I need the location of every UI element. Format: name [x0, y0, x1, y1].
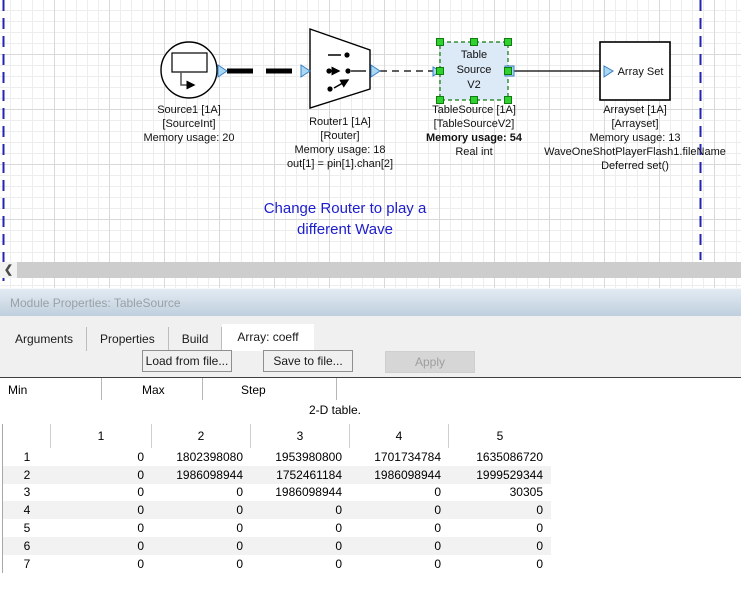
canvas-note[interactable]: Change Router to play a different Wave: [263, 200, 427, 238]
tab-arguments[interactable]: Arguments: [2, 327, 88, 351]
row-header: 2: [23, 467, 31, 482]
column-header: 5: [496, 429, 504, 443]
column-header: 2: [152, 424, 251, 448]
panel-title: Module Properties: TableSource: [10, 296, 181, 310]
router1-output-pin: [370, 64, 381, 78]
table-cell[interactable]: 30305: [509, 485, 543, 500]
tab-array-coeff[interactable]: Array: coeff: [222, 324, 314, 351]
table-cell[interactable]: 0: [137, 503, 144, 518]
corner-cell: [3, 424, 51, 448]
arrayset-labels: Arrayset [1A] [Arrayset] Memory usage: 1…: [544, 104, 726, 172]
panel-separator-line: [0, 377, 741, 378]
table-cell[interactable]: 1635086720: [476, 449, 543, 464]
source1-output-pin: [217, 64, 228, 78]
table-cell[interactable]: 0: [137, 467, 144, 482]
row-header: 1: [23, 449, 31, 464]
column-separator: [202, 378, 203, 400]
column-separator: [101, 378, 102, 400]
table-cell[interactable]: 0: [335, 538, 342, 553]
step-header: Step: [241, 383, 266, 397]
arrayset-body-text: Array Set: [617, 66, 664, 78]
table-cell[interactable]: 0: [137, 556, 144, 571]
min-header: Min: [8, 383, 28, 397]
tablesource-labels: TableSource [1A] [TableSourceV2] Memory …: [426, 104, 522, 158]
table-cell[interactable]: 0: [536, 538, 543, 553]
save-to-file-button[interactable]: Save to file...: [263, 350, 353, 372]
row-header: 7: [23, 556, 31, 571]
minmaxstep-header: Min Max Step: [0, 378, 741, 400]
tab-properties[interactable]: Properties: [87, 327, 169, 351]
row-header: 3: [23, 485, 31, 500]
schematic-canvas[interactable]: Table Source V2 Array Set Source1 [1A] […: [0, 0, 741, 288]
table-cell[interactable]: 0: [536, 503, 543, 518]
module-properties-titlebar: Module Properties: TableSource: [0, 288, 741, 316]
tablesource-body-text: Table Source V2: [456, 49, 492, 91]
horizontal-scrollbar[interactable]: ❮: [0, 262, 741, 278]
load-from-file-button[interactable]: Load from file...: [142, 350, 232, 372]
max-header: Max: [142, 383, 165, 397]
table-cell[interactable]: 1999529344: [476, 467, 543, 482]
table-cell[interactable]: 1986098944: [374, 467, 441, 482]
table-cell[interactable]: 0: [335, 556, 342, 571]
table-cell[interactable]: 1986098944: [176, 467, 243, 482]
table-cell[interactable]: 0: [236, 485, 243, 500]
selection-handles: [436, 38, 512, 104]
router1-block[interactable]: [300, 28, 381, 109]
table-cell[interactable]: 0: [137, 538, 144, 553]
table-cell[interactable]: 0: [434, 556, 441, 571]
table-row: 4 0 0 0 0 0: [3, 501, 551, 520]
table-cell[interactable]: 0: [236, 538, 243, 553]
table-cell[interactable]: 1701734784: [374, 449, 441, 464]
table-cell[interactable]: 0: [434, 503, 441, 518]
table-cell[interactable]: 0: [434, 485, 441, 500]
table-cell[interactable]: 0: [137, 485, 144, 500]
tablesource-block[interactable]: [432, 38, 515, 104]
source1-block[interactable]: [160, 41, 228, 99]
schematic-drawing: [2, 0, 702, 288]
table-row: 2 0 1986098944 1752461184 1986098944 19995293…: [3, 465, 551, 484]
table-cell[interactable]: 0: [335, 503, 342, 518]
scroll-left-button[interactable]: ❮: [0, 262, 17, 278]
table-row: 3 0 0 1986098944 0 30305: [3, 484, 551, 502]
table-cell[interactable]: 0: [536, 556, 543, 571]
row-header: 6: [23, 538, 31, 553]
arrayset-block[interactable]: [599, 41, 671, 101]
table-row: 6 0 0 0 0 0: [3, 536, 551, 555]
column-separator: [336, 378, 337, 400]
table-cell[interactable]: 1953980800: [275, 449, 342, 464]
table-cell[interactable]: 0: [236, 521, 243, 536]
router1-input-pin: [300, 64, 311, 78]
row-header: 5: [23, 521, 31, 536]
source1-labels: Source1 [1A] [SourceInt] Memory usage: 2…: [143, 104, 235, 144]
table-cell[interactable]: 0: [236, 503, 243, 518]
table-row: 5 0 0 0 0 0: [3, 519, 551, 537]
table-cell[interactable]: 0: [536, 521, 543, 536]
table-cell[interactable]: 0: [434, 538, 441, 553]
apply-button[interactable]: Apply: [385, 351, 475, 373]
arrayset-input-pin: [603, 65, 614, 78]
tab-build[interactable]: Build: [169, 327, 223, 351]
column-header: 1: [51, 424, 152, 448]
panel-body-top: Arguments Properties Build Array: coeff …: [0, 316, 741, 377]
table-caption: 2-D table.: [308, 403, 362, 417]
table-row: 1 0 1802398080 1953980800 1701734784 16350867…: [3, 448, 551, 466]
table-cell[interactable]: 0: [137, 521, 144, 536]
table-cell[interactable]: 1986098944: [275, 485, 342, 500]
table-cell[interactable]: 0: [236, 556, 243, 571]
table-cell[interactable]: 0: [434, 521, 441, 536]
column-header: 4: [350, 424, 449, 448]
table-cell[interactable]: 0: [335, 521, 342, 536]
tab-bar: Arguments Properties Build Array: coeff: [0, 324, 314, 351]
coeff-table-body: 1 0 1802398080 1953980800 1701734784 16350867…: [3, 448, 551, 573]
table-row: 7 0 0 0 0 0: [3, 555, 551, 573]
column-header: 3: [251, 424, 350, 448]
router1-labels: Router1 [1A] [Router] Memory usage: 18 o…: [286, 116, 394, 170]
scrollbar-thumb[interactable]: [17, 262, 741, 278]
table-cell[interactable]: 1752461184: [276, 467, 342, 482]
table-cell[interactable]: 1802398080: [176, 449, 243, 464]
row-header: 4: [23, 503, 31, 518]
table-cell[interactable]: 0: [137, 449, 144, 464]
